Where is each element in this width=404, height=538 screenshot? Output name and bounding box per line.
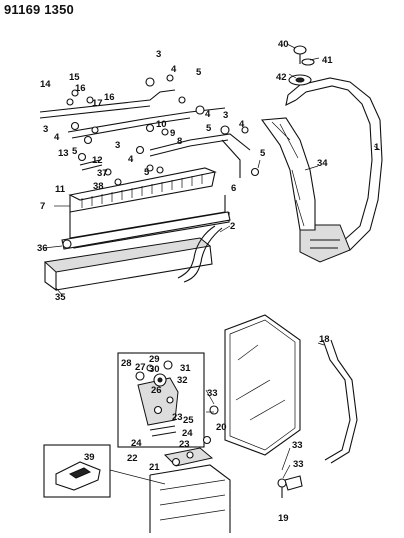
callout-20: 20 [216, 422, 227, 433]
callout-4e: 4 [54, 132, 60, 143]
callout-15: 15 [69, 72, 80, 83]
callout-7: 7 [40, 201, 45, 212]
callout-4c: 4 [239, 119, 245, 130]
callout-11: 11 [55, 184, 66, 195]
callout-28: 28 [121, 358, 132, 369]
callout-42: 42 [276, 72, 287, 83]
callout-33a: 33 [207, 388, 218, 399]
bracket-inset-box [43, 444, 166, 498]
callout-16b: 16 [104, 92, 115, 103]
callout-4d: 4 [128, 154, 134, 165]
callout-3a: 3 [156, 49, 161, 60]
callout-29: 29 [149, 354, 160, 365]
callout-labels: 1 2 3 3 3 3 4 4 4 4 4 5 5 5 5 5 6 7 8 9 … [37, 39, 380, 524]
callout-25: 25 [183, 415, 194, 426]
callout-5b: 5 [206, 123, 212, 134]
callout-12: 12 [92, 155, 103, 166]
callout-39: 39 [84, 452, 95, 463]
callout-24a: 24 [131, 438, 142, 449]
callout-3b: 3 [223, 110, 228, 121]
callout-41: 41 [322, 55, 333, 66]
callout-3c: 3 [115, 140, 120, 151]
callout-23a: 23 [179, 439, 190, 450]
callout-5c: 5 [260, 148, 266, 159]
callout-23b: 23 [172, 412, 183, 423]
callout-33b: 33 [292, 440, 303, 451]
document-id: 91169 1350 [4, 2, 74, 17]
callout-5e: 5 [72, 146, 78, 157]
callout-4a: 4 [171, 64, 177, 75]
callout-31: 31 [180, 363, 191, 374]
callout-16a: 16 [75, 83, 86, 94]
callout-8: 8 [177, 136, 182, 147]
fasteners-upper [66, 74, 260, 186]
callout-2: 2 [230, 221, 235, 232]
hinge-detail-box [117, 352, 205, 448]
callout-26: 26 [151, 385, 162, 396]
callout-5a: 5 [196, 67, 202, 78]
callout-38: 38 [93, 181, 104, 192]
callout-13: 13 [58, 148, 69, 159]
callout-21: 21 [149, 462, 160, 473]
callout-33c: 33 [293, 459, 304, 470]
callout-37: 37 [97, 168, 108, 179]
callout-40: 40 [278, 39, 289, 50]
callout-27: 27 [135, 362, 146, 373]
callout-35: 35 [55, 292, 66, 303]
leader-lines [43, 43, 381, 479]
callout-18: 18 [319, 334, 330, 345]
callout-19: 19 [278, 513, 289, 524]
callout-9: 9 [170, 128, 175, 139]
callout-24b: 24 [182, 428, 193, 439]
callout-6: 6 [231, 183, 236, 194]
callout-17: 17 [92, 98, 103, 109]
callout-14: 14 [40, 79, 51, 90]
door-lower-body [149, 435, 231, 533]
callout-3d: 3 [43, 124, 48, 135]
callout-36: 36 [37, 243, 48, 254]
callout-10: 10 [156, 119, 167, 130]
callout-1: 1 [374, 142, 380, 153]
callout-4b: 4 [205, 109, 211, 120]
seat-rail-assembly [39, 74, 260, 292]
seat-back-frame [260, 45, 383, 263]
callout-22: 22 [127, 453, 138, 464]
callout-34: 34 [317, 158, 328, 169]
callout-30: 30 [149, 364, 160, 375]
callout-5d: 5 [144, 167, 150, 178]
door-glass-assembly [209, 314, 358, 498]
callout-32: 32 [177, 375, 188, 386]
